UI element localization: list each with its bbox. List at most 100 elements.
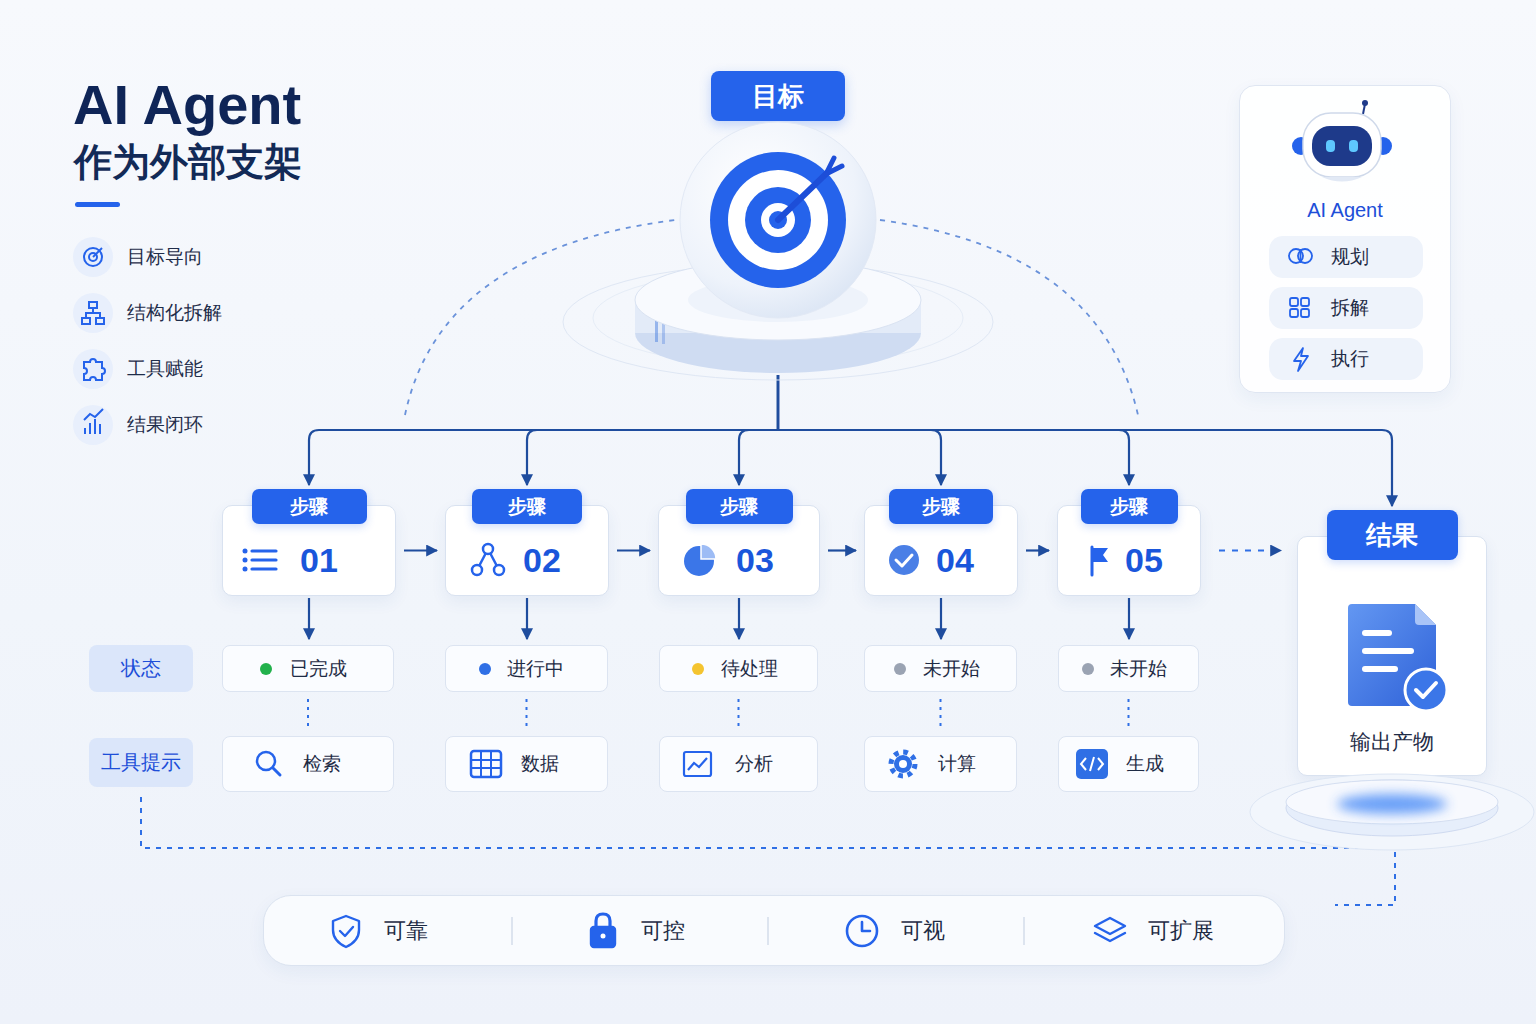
step-icon <box>889 545 919 575</box>
list-icon <box>85 419 100 434</box>
document-icon <box>1405 669 1447 711</box>
status-dot <box>894 663 906 675</box>
target-illustration <box>563 264 993 380</box>
branch-arrow <box>778 375 1129 485</box>
step-icon <box>243 544 1109 576</box>
panel-icon <box>1289 249 1303 263</box>
diagram-subtitle: 作为外部支架 <box>74 138 302 186</box>
list-icon <box>89 302 97 308</box>
tool-label: 分析 <box>735 737 773 791</box>
target-illustration <box>778 172 828 220</box>
result-pedestal <box>1286 780 1498 824</box>
status-arrow <box>940 598 942 639</box>
principle-label: 可扩展 <box>1148 896 1214 965</box>
target-illustration <box>745 187 811 253</box>
tool-pill: 检索 <box>222 736 394 792</box>
tool-pill: 生成 <box>1058 736 1199 792</box>
step-card: 步骤04 <box>864 489 1018 596</box>
robot-icon <box>1312 126 1372 166</box>
dotted-link <box>1128 699 1130 731</box>
tool-icon <box>257 749 1108 779</box>
robot-icon <box>1326 140 1335 152</box>
goal-tag: 目标 <box>711 71 845 121</box>
robot-icon <box>1363 104 1365 114</box>
result-pedestal <box>1250 774 1534 850</box>
bar-separator <box>511 917 513 945</box>
result-caption: 输出产物 <box>1297 728 1487 756</box>
step-icon <box>1093 548 1108 562</box>
bar-icon <box>862 922 870 931</box>
status-label: 进行中 <box>507 646 564 691</box>
bar-icon <box>1095 933 1125 941</box>
pill-label: 执行 <box>1331 338 1369 380</box>
tool-icon <box>684 752 711 776</box>
dotted-link <box>526 699 528 731</box>
sequence-arrow <box>828 549 856 551</box>
target-illustration <box>635 260 921 340</box>
panel-icon <box>1290 298 1298 306</box>
tool-pill: 数据 <box>445 736 608 792</box>
bar-separator <box>512 917 1024 945</box>
dotted-link <box>940 699 942 731</box>
panel-icon <box>1294 348 1308 371</box>
row-header: 状态 <box>89 645 193 692</box>
result-tab: 结果 <box>1327 510 1458 560</box>
list-icon <box>73 405 113 445</box>
tool-label: 数据 <box>521 737 559 791</box>
bar-separator <box>767 917 769 945</box>
step-icon <box>243 567 248 572</box>
step-card: 步骤02 <box>445 489 609 596</box>
status-label: 未开始 <box>1110 646 1167 691</box>
step-card: 步骤03 <box>658 489 820 596</box>
list-icon <box>84 248 102 266</box>
step-card: 步骤01 <box>222 489 396 596</box>
dashed-arc <box>880 220 1138 415</box>
document-icon <box>1416 683 1436 697</box>
title-underline <box>75 202 120 207</box>
target-illustration <box>769 211 787 229</box>
goal-node: 目标 <box>640 71 916 375</box>
list-icon <box>89 253 97 261</box>
list-icon <box>84 409 103 420</box>
sequence-arrow <box>1026 549 1049 551</box>
dashed-return-line <box>1335 852 1395 905</box>
feature-item: 目标导向 <box>127 244 203 270</box>
status-pill: 未开始 <box>1058 645 1199 692</box>
bar-icon <box>847 916 877 946</box>
panel-icon <box>1289 249 1312 371</box>
target-illustration <box>826 158 842 174</box>
robot-icon <box>1303 113 1381 177</box>
step-icon <box>243 558 248 563</box>
agent-panel: AI Agent规划拆解执行 <box>1239 85 1451 393</box>
robot-icon <box>1292 100 1392 182</box>
status-label: 待处理 <box>721 646 778 691</box>
feature-item: 工具赋能 <box>127 356 203 382</box>
status-pill: 已完成 <box>222 645 394 692</box>
principle-label: 可视 <box>901 896 945 965</box>
status-arrow <box>526 598 528 639</box>
step-icon <box>472 565 482 575</box>
list-icon <box>84 359 105 380</box>
robot-icon <box>1292 137 1310 155</box>
principle-bar: 可靠可控可视可扩展 <box>263 895 1285 966</box>
status-arrow <box>1128 598 1130 639</box>
panel-icon <box>1300 249 1302 263</box>
target-illustration <box>728 170 828 270</box>
principle-label: 可控 <box>641 896 685 965</box>
target-illustration <box>761 203 795 237</box>
tool-label: 计算 <box>938 737 976 791</box>
step-tab: 步骤 <box>472 489 582 524</box>
target-illustration <box>635 300 921 333</box>
step-icon <box>483 544 493 554</box>
step-tab: 步骤 <box>1081 489 1178 524</box>
target-illustration <box>563 122 993 380</box>
status-label: 未开始 <box>923 646 980 691</box>
robot-icon <box>1374 137 1392 155</box>
tool-icon <box>471 751 501 777</box>
tool-icon <box>471 751 501 777</box>
target-illustration <box>688 278 868 322</box>
panel-icon <box>1290 309 1298 317</box>
pill-label: 拆解 <box>1331 287 1369 329</box>
